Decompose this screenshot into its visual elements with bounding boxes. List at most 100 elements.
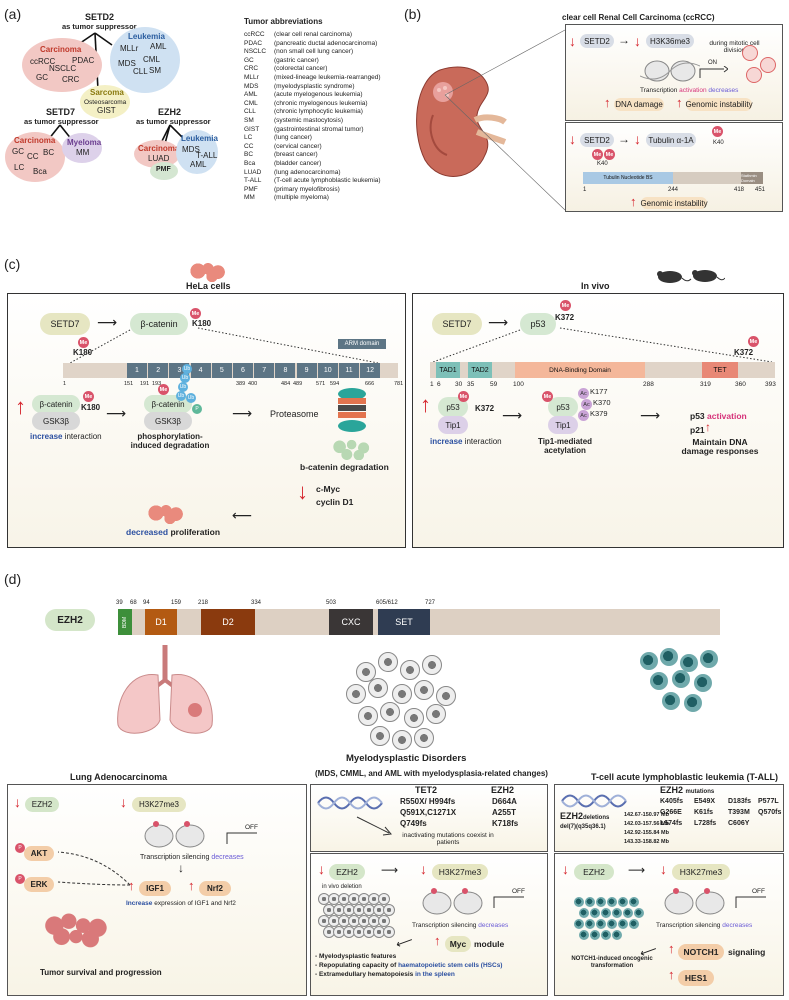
- ezh2-word: EZH2: [660, 785, 684, 795]
- abbr-row: ccRCC(clear cell renal carcinoma): [244, 31, 381, 40]
- off-arrow-3: [735, 896, 766, 908]
- interaction-word: interaction: [64, 432, 102, 441]
- invivo-deletion: in vivo deletion: [322, 884, 362, 890]
- mds-bullet: - Myelodysplastic features: [315, 953, 397, 960]
- position-label: 319: [700, 381, 711, 388]
- decreases-word: decreases: [211, 854, 244, 861]
- t-cell: [623, 908, 633, 918]
- methyl-badge: Me: [748, 336, 759, 347]
- t-cell: [579, 930, 589, 940]
- position-label: 191: [140, 381, 150, 387]
- p53-pill-2: p53: [438, 397, 468, 417]
- deletion-range: 142.03-157.56 Mb: [624, 821, 669, 827]
- abbr-code: GIST: [244, 125, 260, 133]
- t-cell: [607, 919, 617, 929]
- ezh2-leukemia-item: MDS: [182, 145, 200, 154]
- bdm-domain: BDM: [118, 609, 132, 635]
- maintain-label: Maintain DNA damage responses: [681, 437, 759, 457]
- tad1-domain: TAD1: [436, 362, 460, 378]
- abbr-meaning: (clear cell renal carcinoma): [274, 31, 353, 38]
- abbr-meaning: (acute myelogenous leukemia): [274, 91, 363, 99]
- myeloid-cell: [346, 684, 366, 704]
- ezh2-mds-label: EZH2: [491, 785, 515, 795]
- activation-word: activation: [707, 411, 747, 421]
- abbr-row: PDAC(pancreatic ductal adenocarcinoma): [244, 40, 381, 49]
- up-arrow-icon: ↑: [630, 194, 637, 209]
- genomic-pill-top: Genomic instability: [685, 98, 753, 111]
- myeloid-cell: [380, 702, 400, 722]
- ezh2-mutation: A255T: [492, 808, 517, 817]
- t-cell: [601, 930, 611, 940]
- position-label: 288: [643, 381, 654, 388]
- ezh2-mutation: D664A: [492, 797, 517, 806]
- down-arrow-icon: ↓: [120, 794, 127, 810]
- abbr-meaning: (primary myelofibrosis): [274, 185, 340, 193]
- methyl-badge: Me: [190, 308, 201, 319]
- abbr-list: ccRCC(clear cell renal carcinoma)PDAC(pa…: [244, 31, 381, 203]
- decreased-cells-icon: [148, 502, 188, 524]
- abbr-code: CRC: [244, 65, 259, 73]
- dna-damage-pill: DNA damage: [614, 98, 664, 111]
- sarcoma-item: GIST: [97, 106, 116, 115]
- decreases-word: decreases: [708, 87, 739, 94]
- nucleosome-icon: [640, 60, 700, 82]
- abbr-code: BC: [244, 151, 254, 159]
- abbr-row: T-ALL(T-cell acute lymphoblastic leukemi…: [244, 177, 381, 186]
- phospho-icon: P: [192, 404, 202, 414]
- myeloma-item: MM: [76, 148, 90, 157]
- ccrcc-title: clear cell Renal Cell Carcinoma (ccRCC): [562, 13, 715, 22]
- increase-interaction-2: increase interaction: [430, 437, 502, 447]
- abbr-meaning: (colorectal cancer): [274, 65, 328, 73]
- arm-repeat: 9: [296, 363, 317, 378]
- carcinoma-ellipse: [22, 38, 102, 92]
- t-cell: [607, 897, 617, 907]
- arrow-right-icon: ⟶: [106, 405, 127, 421]
- luad-title: Lung Adenocarcinoma: [70, 772, 168, 782]
- ezh2-deletions: EZH2deletions: [560, 811, 609, 822]
- myeloid-cell: [426, 704, 446, 724]
- gsk3b-pill: GSK3β: [32, 412, 80, 430]
- p53-pill: p53: [520, 313, 556, 335]
- t-cell: [629, 919, 639, 929]
- t-cell: [680, 654, 698, 672]
- d2-domain: D2: [201, 609, 255, 635]
- leukemia-ellipse: [110, 27, 180, 93]
- myeloid-cell: [370, 726, 390, 746]
- arm-repeat: 11: [339, 363, 359, 378]
- mitotic-label: during mitotic cell division: [709, 40, 760, 55]
- t-cell: [662, 692, 680, 710]
- tall-mutation-box: [554, 784, 784, 852]
- arm-repeat: 8: [275, 363, 296, 378]
- abbr-row: CC(cervical cancer): [244, 143, 381, 152]
- hela-title: HeLa cells: [186, 281, 231, 291]
- t-cell: [579, 908, 589, 918]
- kidney-callout-lines: [444, 29, 566, 211]
- set-domain: SET: [378, 609, 430, 635]
- p53-word: p53: [690, 411, 705, 421]
- abbr-row: MM(multiple myeloma): [244, 194, 381, 203]
- p53-dotted-lines: [432, 327, 773, 363]
- arrow-right-icon: ⟶: [640, 407, 661, 423]
- decreases-word: decreases: [722, 922, 753, 929]
- abbr-code: MLLr: [244, 73, 259, 81]
- increase-word: increase: [430, 437, 463, 446]
- sarcoma-item: Osteosarcoma: [84, 99, 127, 106]
- p53-activation: p53 activation: [690, 411, 747, 421]
- position-label: 484: [281, 381, 291, 387]
- abbr-code: PMF: [244, 185, 258, 193]
- deletion-range: 142.67-150.97 Mb: [624, 812, 669, 818]
- methyl-badge: Me: [604, 149, 615, 160]
- setd7-carcinoma-label: Carcinoma: [14, 136, 56, 145]
- t-cell: [596, 897, 606, 907]
- t-cell: [585, 919, 595, 929]
- k372-label-3: K372: [475, 404, 495, 413]
- t-cell: [618, 919, 628, 929]
- myeloma-ellipse: [62, 133, 102, 163]
- tall-mutation: K405fs: [660, 798, 683, 805]
- nucleosome-icon: [422, 888, 483, 915]
- deletion-range: 143.33-158.82 Mb: [624, 839, 669, 845]
- abbr-row: GC(gastric cancer): [244, 57, 381, 66]
- increase-word: increase: [30, 432, 63, 441]
- interaction-word: interaction: [464, 437, 502, 446]
- survival-label: Tumor survival and progression: [40, 968, 162, 977]
